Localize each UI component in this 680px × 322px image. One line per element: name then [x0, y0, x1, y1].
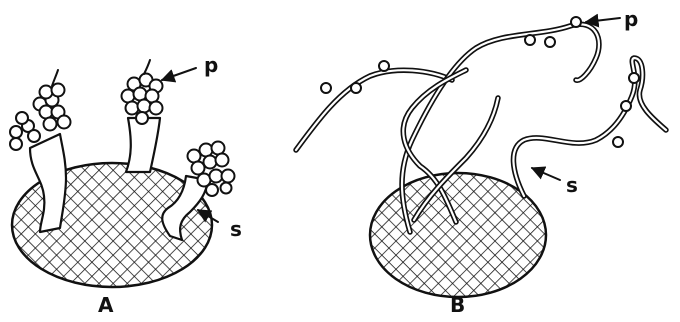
spores-b [321, 17, 639, 147]
panel-label-b: B [450, 293, 465, 317]
label-s-b: s [566, 173, 578, 197]
arrow-s-b [532, 168, 560, 180]
panel-b: p s B [296, 7, 666, 317]
label-p-a: p [204, 53, 218, 77]
label-s-a: s [230, 217, 242, 241]
arrow-p-a [162, 68, 196, 80]
label-p-b: p [624, 7, 638, 31]
stalk-2 [126, 118, 160, 172]
panel-a: p s A [10, 53, 242, 317]
spore-cluster-center [122, 60, 163, 124]
panel-label-a: A [98, 293, 114, 317]
arrow-p-b [586, 18, 620, 22]
